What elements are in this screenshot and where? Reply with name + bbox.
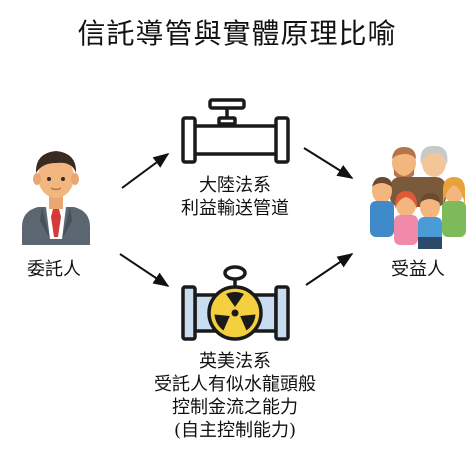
arrow-settlor-to-common <box>119 253 170 287</box>
pipe-icon <box>181 98 290 164</box>
family-icon <box>370 145 466 249</box>
diagram-title: 信託導管與實體原理比喻 <box>77 17 397 50</box>
beneficiary-label: 受益人 <box>391 259 445 280</box>
common-law-description-3: (自主控制能力) <box>173 420 297 441</box>
civil-law-system: 大陸法系 <box>199 175 271 196</box>
common-law-description-1: 受託人有似水龍頭般 <box>154 374 316 395</box>
radioactive-pipe-icon <box>181 265 290 341</box>
arrow-common-to-beneficiary <box>305 253 354 286</box>
common-law-label: 英美法系 受託人有似水龍頭般 控制金流之能力 (自主控制能力) <box>120 350 350 442</box>
businessman-icon <box>22 151 90 245</box>
common-law-system: 英美法系 <box>199 351 271 372</box>
civil-law-label: 大陸法系 利益輸送管道 <box>150 174 320 220</box>
settlor-label: 委託人 <box>27 259 81 280</box>
arrow-civil-to-beneficiary <box>303 147 354 179</box>
civil-law-description: 利益輸送管道 <box>181 198 289 219</box>
arrow-settlor-to-civil <box>121 153 170 189</box>
common-law-description-2: 控制金流之能力 <box>172 397 298 418</box>
